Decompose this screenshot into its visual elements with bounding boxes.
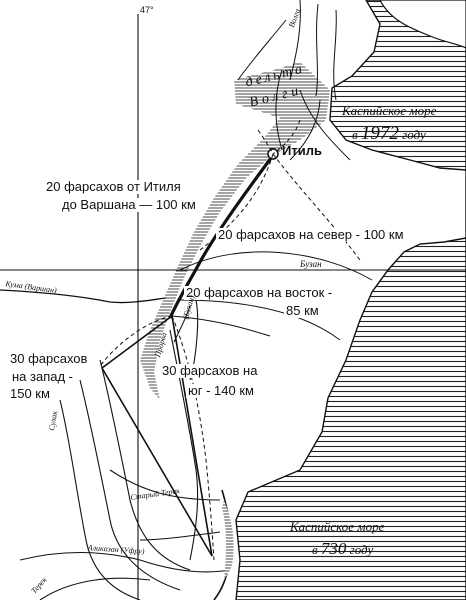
terek-rivers	[19, 299, 231, 600]
route-varshan-line2: до Варшана — 100 км	[60, 197, 198, 213]
buzan-north-label: Бузан	[300, 259, 322, 269]
route-triangle	[101, 315, 213, 557]
route-varshan-line1: 20 фарсахов от Итиля	[44, 179, 183, 195]
route-east-line2: 85 км	[284, 303, 321, 319]
route-west-line2: на запад -	[10, 369, 76, 385]
route-south-line2: юг - 140 км	[186, 383, 256, 399]
route-east-line1: 20 фарсахов на восток -	[184, 285, 335, 301]
construction-lines	[99, 119, 361, 561]
volga-delta	[237, 0, 351, 161]
route-north-label: 20 фарсахов на север - 100 км	[216, 227, 406, 243]
kuma-river	[0, 289, 167, 304]
caspian-sea-area	[235, 0, 466, 600]
northeast-coast	[379, 0, 466, 49]
distance-arcs	[171, 251, 373, 341]
caspian-730-line1: Каспийское море	[290, 519, 385, 534]
shallow-coast	[140, 62, 330, 400]
itil-label: Итиль	[282, 143, 322, 158]
route-west-line1: 30 фарсахов	[8, 351, 90, 367]
route-west-line3: 150 км	[8, 386, 52, 402]
route-to-varshan	[168, 157, 273, 319]
southern-spit-shade	[222, 500, 234, 580]
route-south-line1: 30 фарсахов на	[160, 363, 260, 379]
caspian-1972-line1: Каспийское море	[342, 103, 437, 118]
caspian-1972-line2: в 1972 году	[352, 123, 426, 144]
caspian-730-line2: в 730 году	[312, 539, 374, 558]
meridian-label: 47°	[140, 5, 154, 15]
